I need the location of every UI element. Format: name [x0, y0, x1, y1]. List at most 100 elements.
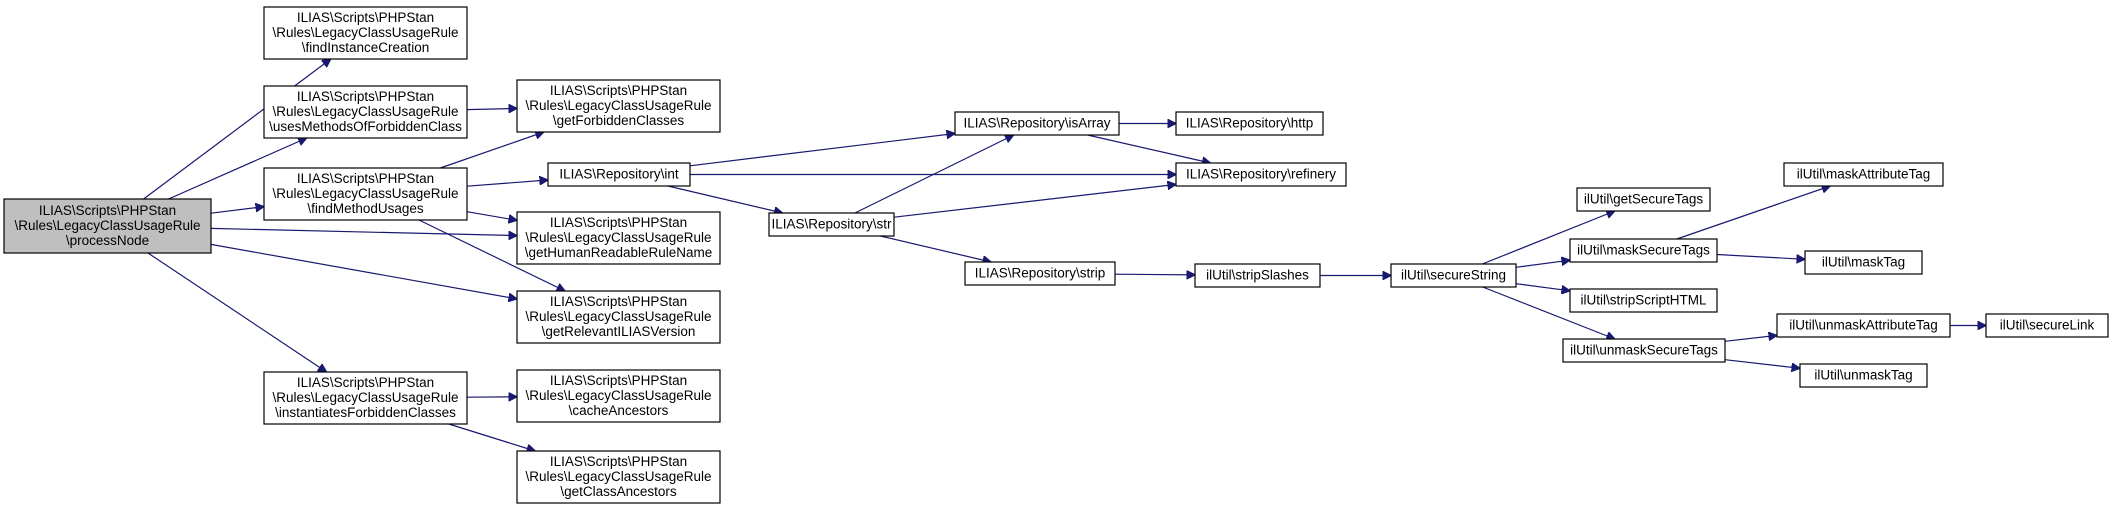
node-box [263, 167, 468, 221]
node-box [768, 212, 895, 237]
node-label-line: \Rules\LegacyClassUsageRule [525, 98, 711, 113]
node-cache-ancestors[interactable]: ILIAS\Scripts\PHPStan\Rules\LegacyClassU… [516, 369, 721, 423]
node-strip-script-html[interactable]: ilUtil\stripScriptHTML [1569, 288, 1718, 313]
node-label-line: \Rules\LegacyClassUsageRule [272, 186, 458, 201]
node-repo-str[interactable]: ILIAS\Repository\str [768, 212, 895, 237]
node-box [1562, 338, 1726, 363]
edge-process-node-to-find-instance-creation [143, 59, 331, 200]
node-label-line: ILIAS\Repository\refinery [1186, 167, 1336, 182]
edge-secure-string-to-get-secure-tags [1482, 211, 1615, 265]
node-strip-slashes[interactable]: ilUtil\stripSlashes [1194, 263, 1321, 288]
node-label-line: \processNode [66, 233, 149, 248]
node-box [516, 369, 721, 423]
node-label-line: ILIAS\Scripts\PHPStan [39, 203, 176, 218]
node-label-line: \Rules\LegacyClassUsageRule [272, 104, 458, 119]
node-get-human-readable-rule-name[interactable]: ILIAS\Scripts\PHPStan\Rules\LegacyClassU… [516, 211, 721, 265]
node-uses-methods-of-forbidden-class[interactable]: ILIAS\Scripts\PHPStan\Rules\LegacyClassU… [263, 85, 468, 139]
node-box [263, 371, 468, 425]
node-repo-strip[interactable]: ILIAS\Repository\strip [964, 261, 1116, 286]
node-box [1194, 263, 1321, 288]
node-label-line: \instantiatesForbiddenClasses [275, 405, 456, 420]
edges-layer [143, 59, 1986, 451]
node-label-line: \getClassAncestors [560, 484, 677, 499]
node-label-line: ILIAS\Repository\isArray [963, 116, 1110, 131]
edge-find-method-usages-to-get-relevant-iliasversion [418, 219, 565, 291]
node-box [1175, 162, 1347, 187]
node-repo-int[interactable]: ILIAS\Repository\int [547, 162, 691, 187]
node-mask-secure-tags[interactable]: ilUtil\maskSecureTags [1569, 238, 1718, 263]
edge-secure-string-to-mask-secure-tags [1515, 260, 1570, 268]
node-label-line: ilUtil\secureString [1401, 268, 1506, 283]
node-box [1783, 162, 1944, 187]
node-repo-refinery[interactable]: ILIAS\Repository\refinery [1175, 162, 1347, 187]
node-box [1390, 263, 1517, 288]
node-label-line: \findInstanceCreation [302, 40, 430, 55]
edge-find-method-usages-to-get-forbidden-classes [440, 132, 544, 169]
edge-process-node-to-get-human-readable-rule-name [210, 227, 517, 235]
node-box [547, 162, 691, 187]
edge-repo-str-to-repo-is-array [854, 135, 1014, 214]
node-label-line: \Rules\LegacyClassUsageRule [525, 469, 711, 484]
node-get-secure-tags[interactable]: ilUtil\getSecureTags [1576, 187, 1711, 212]
node-box [1804, 250, 1923, 275]
node-secure-string[interactable]: ilUtil\secureString [1390, 263, 1517, 288]
node-box [263, 6, 468, 60]
edge-repo-int-to-repo-is-array [689, 134, 955, 167]
node-label-line: ILIAS\Scripts\PHPStan [550, 83, 687, 98]
edge-process-node-to-get-relevant-iliasversion [210, 243, 517, 299]
node-label-line: ilUtil\secureLink [2000, 318, 2095, 333]
node-get-class-ancestors[interactable]: ILIAS\Scripts\PHPStan\Rules\LegacyClassU… [516, 450, 721, 504]
edge-process-node-to-uses-methods-of-forbidden-class [168, 138, 307, 200]
node-box [964, 261, 1116, 286]
node-label-line: \getHumanReadableRuleName [525, 245, 713, 260]
node-label-line: \usesMethodsOfForbiddenClass [269, 119, 462, 134]
node-label-line: \Rules\LegacyClassUsageRule [525, 309, 711, 324]
edge-mask-secure-tags-to-mask-tag [1716, 253, 1805, 260]
node-label-line: ilUtil\stripScriptHTML [1580, 293, 1707, 308]
node-label-line: \getRelevantILIASVersion [542, 324, 696, 339]
node-label-line: ILIAS\Scripts\PHPStan [550, 454, 687, 469]
node-label-line: ILIAS\Scripts\PHPStan [297, 10, 434, 25]
edge-repo-str-to-repo-refinery [893, 184, 1176, 218]
node-instantiates-forbidden-classes[interactable]: ILIAS\Scripts\PHPStan\Rules\LegacyClassU… [263, 371, 468, 425]
node-process-node[interactable]: ILIAS\Scripts\PHPStan\Rules\LegacyClassU… [3, 198, 212, 254]
node-unmask-secure-tags[interactable]: ilUtil\unmaskSecureTags [1562, 338, 1726, 363]
edge-repo-strip-to-strip-slashes [1114, 274, 1195, 275]
node-secure-link[interactable]: ilUtil\secureLink [1985, 313, 2109, 338]
node-repo-is-array[interactable]: ILIAS\Repository\isArray [954, 111, 1120, 136]
edge-find-method-usages-to-repo-int [466, 180, 548, 187]
edge-mask-secure-tags-to-mask-attribute-tag [1676, 186, 1830, 240]
node-box [1985, 313, 2109, 338]
node-label-line: ilUtil\unmaskAttributeTag [1789, 318, 1938, 333]
node-box [1175, 111, 1324, 136]
node-find-instance-creation[interactable]: ILIAS\Scripts\PHPStan\Rules\LegacyClassU… [263, 6, 468, 60]
edge-repo-str-to-repo-strip [880, 235, 991, 262]
node-repo-http[interactable]: ILIAS\Repository\http [1175, 111, 1324, 136]
node-label-line: ILIAS\Scripts\PHPStan [297, 89, 434, 104]
edge-secure-string-to-strip-script-html [1515, 283, 1570, 291]
node-unmask-attribute-tag[interactable]: ilUtil\unmaskAttributeTag [1776, 313, 1951, 338]
node-box [1776, 313, 1951, 338]
node-mask-tag[interactable]: ilUtil\maskTag [1804, 250, 1923, 275]
node-label-line: ILIAS\Repository\strip [975, 266, 1106, 281]
node-get-relevant-iliasversion[interactable]: ILIAS\Scripts\PHPStan\Rules\LegacyClassU… [516, 290, 721, 344]
edge-unmask-secure-tags-to-unmask-tag [1724, 359, 1800, 369]
edge-repo-is-array-to-repo-refinery [1087, 134, 1211, 163]
edge-process-node-to-find-method-usages [210, 207, 264, 214]
node-mask-attribute-tag[interactable]: ilUtil\maskAttributeTag [1783, 162, 1944, 187]
node-label-line: ILIAS\Repository\int [559, 167, 679, 182]
node-label-line: ilUtil\maskAttributeTag [1797, 167, 1931, 182]
node-box [3, 198, 212, 254]
node-unmask-tag[interactable]: ilUtil\unmaskTag [1799, 363, 1928, 388]
edge-process-node-to-instantiates-forbidden-classes [147, 252, 327, 372]
node-label-line: \findMethodUsages [307, 201, 424, 216]
node-label-line: ilUtil\getSecureTags [1584, 192, 1704, 207]
node-box [263, 85, 468, 139]
node-label-line: \getForbiddenClasses [553, 113, 685, 128]
node-label-line: \Rules\LegacyClassUsageRule [272, 25, 458, 40]
edge-secure-string-to-unmask-secure-tags [1482, 286, 1615, 339]
node-find-method-usages[interactable]: ILIAS\Scripts\PHPStan\Rules\LegacyClassU… [263, 167, 468, 221]
edge-find-method-usages-to-get-human-readable-rule-name [466, 211, 517, 221]
node-get-forbidden-classes[interactable]: ILIAS\Scripts\PHPStan\Rules\LegacyClassU… [516, 79, 721, 133]
